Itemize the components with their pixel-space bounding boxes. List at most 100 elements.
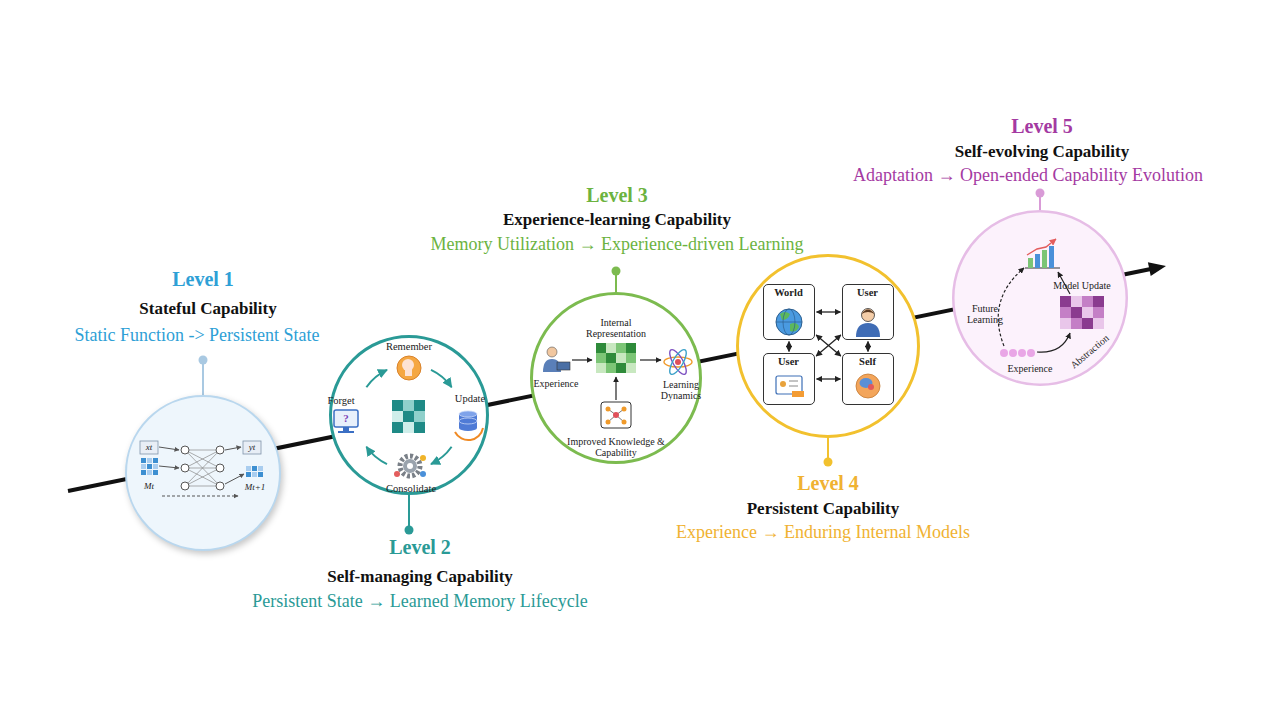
- stateful-illustration: [185, 486, 220, 487]
- stateful-illustration: [140, 441, 263, 496]
- self-evolving-illustration: [1060, 296, 1071, 307]
- experience-learning-illustration: [667, 347, 690, 376]
- stateful-illustration: [181, 446, 224, 490]
- circle-outline: [953, 211, 1127, 385]
- self-evolving-illustration: [1071, 307, 1082, 318]
- stateful-illustration: [153, 458, 158, 463]
- memory-lifecycle-illustration: [397, 356, 421, 380]
- stateful-illustration: [258, 472, 263, 477]
- leader-line: [1036, 189, 1045, 198]
- stateful-illustration: [140, 441, 158, 454]
- relation-arrow: [817, 311, 841, 312]
- internal-model-icon: [868, 384, 874, 390]
- memory-lifecycle-illustration: [431, 370, 452, 387]
- memory-lifecycle-illustration: [407, 463, 413, 469]
- internal-model-icon: [776, 309, 880, 399]
- experience-learning-illustration: [572, 360, 661, 400]
- experience-learning-illustration: [616, 343, 626, 353]
- memory-lifecycle-illustration: [403, 411, 414, 422]
- memory-lifecycle-illustration: [366, 370, 451, 464]
- self-evolving-illustration: [1042, 250, 1047, 268]
- self-evolving-illustration: [1082, 296, 1093, 307]
- relation-arrow: [817, 378, 841, 379]
- experience-learning-illustration: [626, 343, 636, 353]
- level-title: Level 4: [797, 472, 859, 495]
- internal-model-icon: [792, 391, 804, 397]
- leader-line: [405, 526, 414, 535]
- stateful-illustration: [246, 466, 251, 471]
- capability-name: Self-managing Capability: [327, 567, 513, 587]
- stateful-illustration: [216, 464, 224, 472]
- icon-label: Consolidate: [386, 483, 436, 494]
- experience-learning-illustration: [640, 359, 661, 360]
- experience-learning-illustration: [606, 353, 616, 363]
- icon-label: Future Learning: [961, 304, 1009, 325]
- memory-lifecycle-illustration: [431, 447, 452, 464]
- experience-learning-illustration: [667, 347, 690, 376]
- experience-learning-illustration: [596, 343, 606, 353]
- memory-lifecycle-illustration: [455, 428, 483, 440]
- self-evolving-illustration: [1082, 318, 1093, 329]
- stateful-illustration: [185, 450, 220, 486]
- stateful-illustration: [147, 470, 152, 475]
- self-evolving-illustration: [1000, 349, 1035, 357]
- memory-lifecycle-illustration: [414, 411, 425, 422]
- capability-description: Memory Utilization → Experience-driven L…: [431, 234, 804, 255]
- experience-learning-illustration: [547, 347, 557, 357]
- experience-learning-illustration: [608, 409, 624, 422]
- level-title: Level 3: [586, 184, 648, 207]
- circle-outline: [738, 256, 919, 437]
- experience-learning-illustration: [622, 420, 627, 425]
- experience-learning-illustration: [626, 353, 636, 363]
- memory-lifecycle-illustration: [400, 456, 420, 476]
- capability-description: Experience → Enduring Internal Models: [676, 522, 970, 543]
- symbol-label: xt: [146, 443, 153, 452]
- memory-lifecycle-illustration: [414, 400, 425, 411]
- stateful-illustration: [153, 464, 158, 469]
- icon-label: Abstraction: [1069, 333, 1111, 371]
- stateful-illustration: [216, 446, 224, 454]
- stateful-illustration: [153, 470, 158, 475]
- stateful-illustration: [147, 458, 152, 463]
- icon-label: Update: [455, 393, 485, 404]
- stateful-illustration: [185, 468, 220, 486]
- level-title: Level 1: [172, 268, 234, 291]
- experience-learning-illustration: [606, 407, 627, 425]
- self-evolving-illustration: [1009, 349, 1017, 357]
- self-evolving-illustration: [1093, 296, 1104, 307]
- stateful-illustration: [246, 472, 251, 477]
- box-title: Self: [859, 355, 876, 367]
- box-title: User: [857, 286, 878, 298]
- stateful-illustration: [258, 466, 263, 471]
- memory-lifecycle-illustration: [334, 356, 483, 477]
- experience-learning-illustration: [606, 420, 611, 425]
- stateful-illustration: [252, 472, 257, 477]
- leader-line: [202, 360, 204, 396]
- box-title: User: [778, 355, 799, 367]
- stateful-illustration: [243, 441, 261, 454]
- experience-learning-illustration: [675, 359, 681, 365]
- self-evolving-illustration: [998, 268, 1024, 346]
- icon-label: Remember: [386, 341, 432, 352]
- stateful-illustration: [185, 450, 220, 468]
- self-evolving-illustration: [1082, 307, 1093, 318]
- circle-outline: [532, 294, 701, 463]
- relation-arrow: [816, 335, 841, 356]
- capability-description: Persistent State → Learned Memory Lifecy…: [252, 591, 587, 612]
- memory-lifecycle-illustration: [392, 422, 403, 433]
- memory-lifecycle-illustration: [394, 471, 400, 477]
- memory-lifecycle-illustration: [405, 369, 412, 376]
- symbol-label: Mt+1: [245, 483, 266, 492]
- icon-label: Internal Representation: [576, 318, 656, 339]
- memory-lifecycle-illustration: [366, 447, 387, 464]
- leader-line: [199, 189, 1045, 535]
- internal-model-icon: [789, 381, 798, 382]
- internal-model-icon: [862, 310, 875, 315]
- stateful-illustration: [185, 450, 220, 486]
- stateful-illustration: [141, 458, 146, 463]
- stateful-illustration: [141, 464, 146, 469]
- memory-lifecycle-illustration: [392, 411, 403, 422]
- capability-description: Adaptation → Open-ended Capability Evolu…: [853, 165, 1203, 186]
